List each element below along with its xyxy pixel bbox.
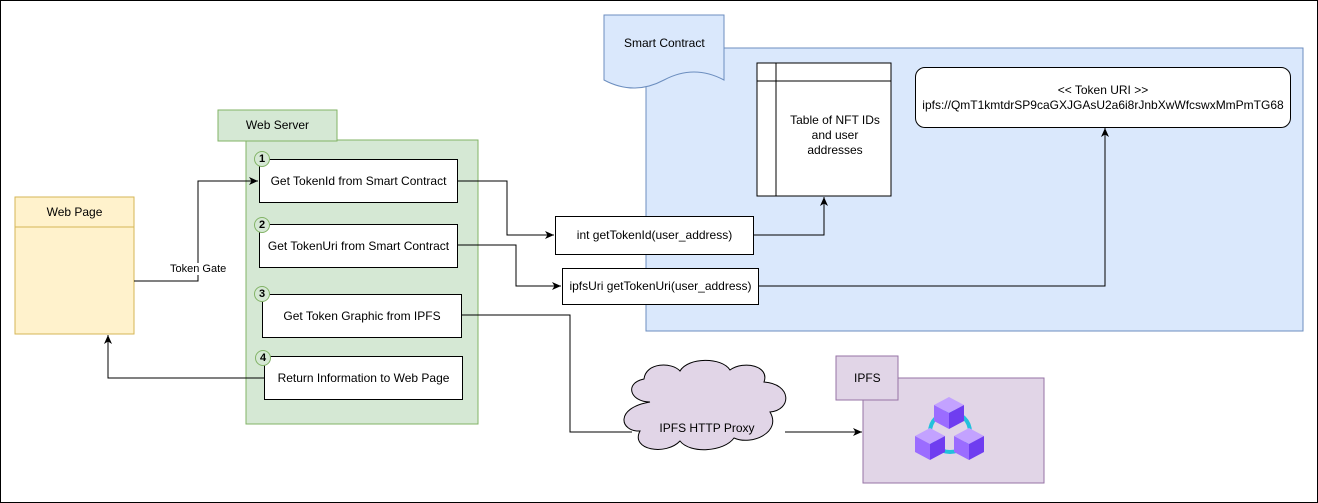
step-4-badge: 4 — [255, 350, 271, 366]
nft-table-shape — [756, 62, 892, 197]
ipfs-title: IPFS — [854, 371, 881, 385]
step-1-badge: 1 — [254, 151, 270, 167]
step-1-box: Get TokenId from Smart Contract — [259, 159, 458, 203]
edge-step1-to-get-token-id — [458, 180, 554, 239]
web-page-title: Web Page — [46, 204, 103, 219]
step-2-badge: 2 — [254, 217, 270, 233]
web-server-tab — [217, 109, 338, 142]
token-uri-box: << Token URI >> ipfs://QmT1kmtdrSP9caGXJ… — [915, 67, 1291, 128]
ipfs-cubes-icon — [915, 397, 984, 460]
edge-token-gate — [134, 177, 258, 282]
get-token-uri-function: ipfsUri getTokenUri(user_address) — [562, 268, 759, 305]
web-server-title: Web Server — [245, 118, 310, 132]
edge-get-token-uri-to-uri — [759, 128, 1109, 287]
get-token-id-function: int getTokenId(user_address) — [555, 216, 754, 255]
smart-contract-title: Smart Contract — [624, 36, 705, 50]
ipfs-tab — [835, 355, 899, 401]
edge-get-token-id-to-table — [754, 197, 828, 236]
edge-step2-to-get-token-uri — [458, 244, 561, 290]
web-page-container — [14, 196, 135, 335]
step-3-badge: 3 — [254, 286, 270, 302]
edge-step4-to-web-page — [104, 335, 264, 379]
smart-contract-document-shape — [603, 14, 725, 89]
ipfs-proxy-label: IPFS HTTP Proxy — [659, 420, 755, 435]
ipfs-proxy-cloud — [623, 359, 787, 451]
token-gate-label: Token Gate — [170, 263, 227, 275]
step-4-box: Return Information to Web Page — [264, 356, 463, 400]
token-uri-value: ipfs://QmT1kmtdrSP9caGXJGAsU2a6i8rJnbXwW… — [922, 97, 1284, 112]
edge-step3-to-proxy — [462, 314, 632, 433]
token-uri-header: << Token URI >> — [1057, 82, 1149, 97]
step-3-box: Get Token Graphic from IPFS — [262, 294, 462, 338]
step-2-box: Get TokenUri from Smart Contract — [259, 224, 458, 268]
nft-table-label: Table of NFT IDs and user addresses — [790, 112, 880, 157]
